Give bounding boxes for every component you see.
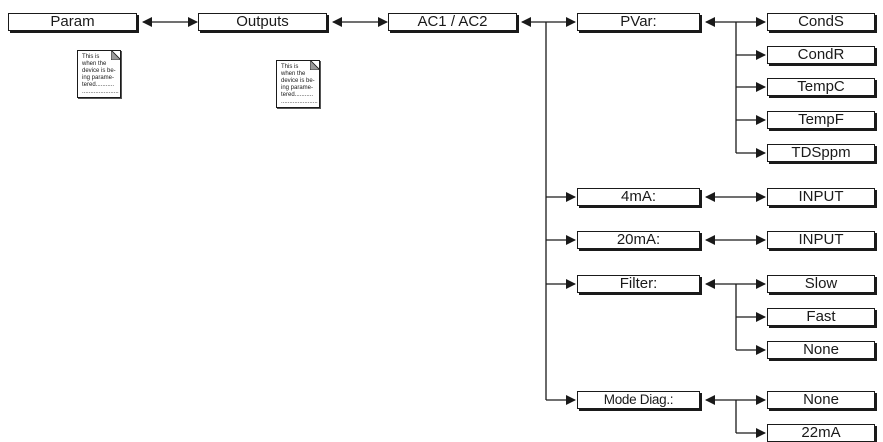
pvar-box[interactable]: PVar: (577, 13, 700, 31)
diag-22ma-box[interactable]: 22mA (767, 424, 875, 442)
note-line: ing parame- (281, 85, 314, 92)
filter-label: Filter: (619, 275, 658, 292)
filter-box[interactable]: Filter: (577, 275, 700, 293)
tempf-box[interactable]: TempF (767, 111, 875, 129)
diag-22ma-label: 22mA (801, 424, 841, 441)
4ma-label: 4mA: (620, 188, 656, 205)
conds-box[interactable]: CondS (767, 13, 875, 31)
mode-diag-label: Mode Diag.: (603, 392, 674, 407)
filter-none-box[interactable]: None (767, 341, 875, 359)
fast-box[interactable]: Fast (767, 308, 875, 326)
4ma-box[interactable]: 4mA: (577, 188, 700, 206)
slow-label: Slow (804, 275, 838, 292)
ac-label: AC1 / AC2 (417, 13, 488, 30)
fast-label: Fast (806, 308, 836, 325)
note-line: ...................... (281, 99, 318, 106)
diag-none-box[interactable]: None (767, 391, 875, 409)
slow-box[interactable]: Slow (767, 275, 875, 293)
4ma-input-label: INPUT (798, 188, 844, 205)
note-line: ing parame- (82, 75, 115, 82)
pvar-label: PVar: (620, 13, 657, 30)
tdsppm-label: TDSppm (791, 144, 851, 161)
20ma-input-box[interactable]: INPUT (767, 231, 875, 249)
tempc-box[interactable]: TempC (767, 78, 875, 96)
conds-label: CondS (798, 13, 844, 30)
20ma-input-label: INPUT (798, 231, 844, 248)
diag-none-label: None (803, 391, 839, 408)
condr-label: CondR (797, 46, 845, 63)
note-line: device is be- (281, 78, 315, 85)
note-line: when the (82, 61, 107, 68)
mode-diag-box[interactable]: Mode Diag.: (577, 391, 700, 409)
note-line: tered........... (82, 82, 115, 89)
tempf-label: TempF (798, 111, 844, 128)
param-note-document: This is when the device is be- ing param… (77, 50, 121, 98)
note-line: when the (281, 71, 306, 78)
param-box[interactable]: Param (8, 13, 137, 31)
note-line: This is (82, 54, 100, 60)
tempc-label: TempC (797, 78, 845, 95)
4ma-input-box[interactable]: INPUT (767, 188, 875, 206)
filter-none-label: None (803, 341, 839, 358)
outputs-note-document: This is when the device is be- ing param… (276, 60, 320, 108)
tdsppm-box[interactable]: TDSppm (767, 144, 875, 162)
condr-box[interactable]: CondR (767, 46, 875, 64)
20ma-label: 20mA: (616, 231, 661, 248)
page-fold-icon (310, 61, 319, 70)
note-line: tered........... (281, 92, 314, 99)
param-label: Param (50, 13, 95, 30)
note-line: This is (281, 64, 299, 70)
note-line: ...................... (82, 89, 119, 96)
outputs-box[interactable]: Outputs (198, 13, 327, 31)
ac-box[interactable]: AC1 / AC2 (388, 13, 517, 31)
20ma-box[interactable]: 20mA: (577, 231, 700, 249)
outputs-label: Outputs (236, 13, 289, 30)
page-fold-icon (111, 51, 120, 60)
note-line: device is be- (82, 68, 116, 75)
